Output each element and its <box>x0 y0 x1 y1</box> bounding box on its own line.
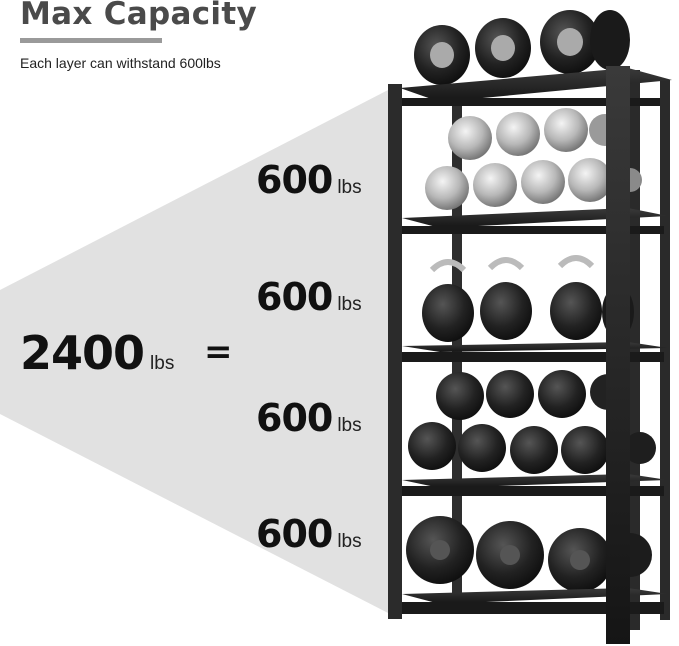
title-underline <box>20 38 162 43</box>
layer-capacity-4: 600 lbs <box>256 512 362 556</box>
shelf-edge <box>400 98 660 106</box>
layer-capacity-3: 600 lbs <box>256 396 362 440</box>
layer-capacity-value: 600 <box>256 275 333 319</box>
large-dumbbells <box>406 516 652 592</box>
shelf-edge <box>402 226 664 234</box>
shelf-board <box>402 474 668 488</box>
shelf-edge <box>402 486 664 496</box>
shelf-rack-illustration <box>388 10 672 644</box>
silver-dumbbells <box>425 108 642 210</box>
equals-sign: = <box>204 332 233 372</box>
total-capacity: 2400 lbs <box>20 326 174 380</box>
rack-upright-front <box>606 66 630 644</box>
layer-capacity-unit: lbs <box>337 415 362 436</box>
rack-upright-front <box>388 84 402 619</box>
page-title: Max Capacity <box>20 0 257 32</box>
layer-capacity-value: 600 <box>256 396 333 440</box>
top-shelf-dumbbells <box>414 10 630 85</box>
total-capacity-value: 2400 <box>20 326 145 380</box>
layer-capacity-unit: lbs <box>337 294 362 315</box>
shelf-board <box>402 588 668 604</box>
layer-capacity-unit: lbs <box>337 177 362 198</box>
subtitle: Each layer can withstand 600lbs <box>20 55 221 71</box>
shelf-board <box>402 208 668 228</box>
layer-capacity-value: 600 <box>256 512 333 556</box>
total-capacity-unit: lbs <box>150 353 175 374</box>
shelf-board <box>402 342 668 352</box>
layer-capacity-1: 600 lbs <box>256 158 362 202</box>
layer-capacity-2: 600 lbs <box>256 275 362 319</box>
layer-capacity-value: 600 <box>256 158 333 202</box>
shelf-edge <box>402 352 664 362</box>
shelf-edge <box>402 602 664 614</box>
rack-upright-back <box>660 80 670 620</box>
shelf-board <box>400 68 672 102</box>
layer-capacity-unit: lbs <box>337 531 362 552</box>
dark-dumbbells <box>408 370 656 474</box>
beam-shape <box>0 88 392 615</box>
